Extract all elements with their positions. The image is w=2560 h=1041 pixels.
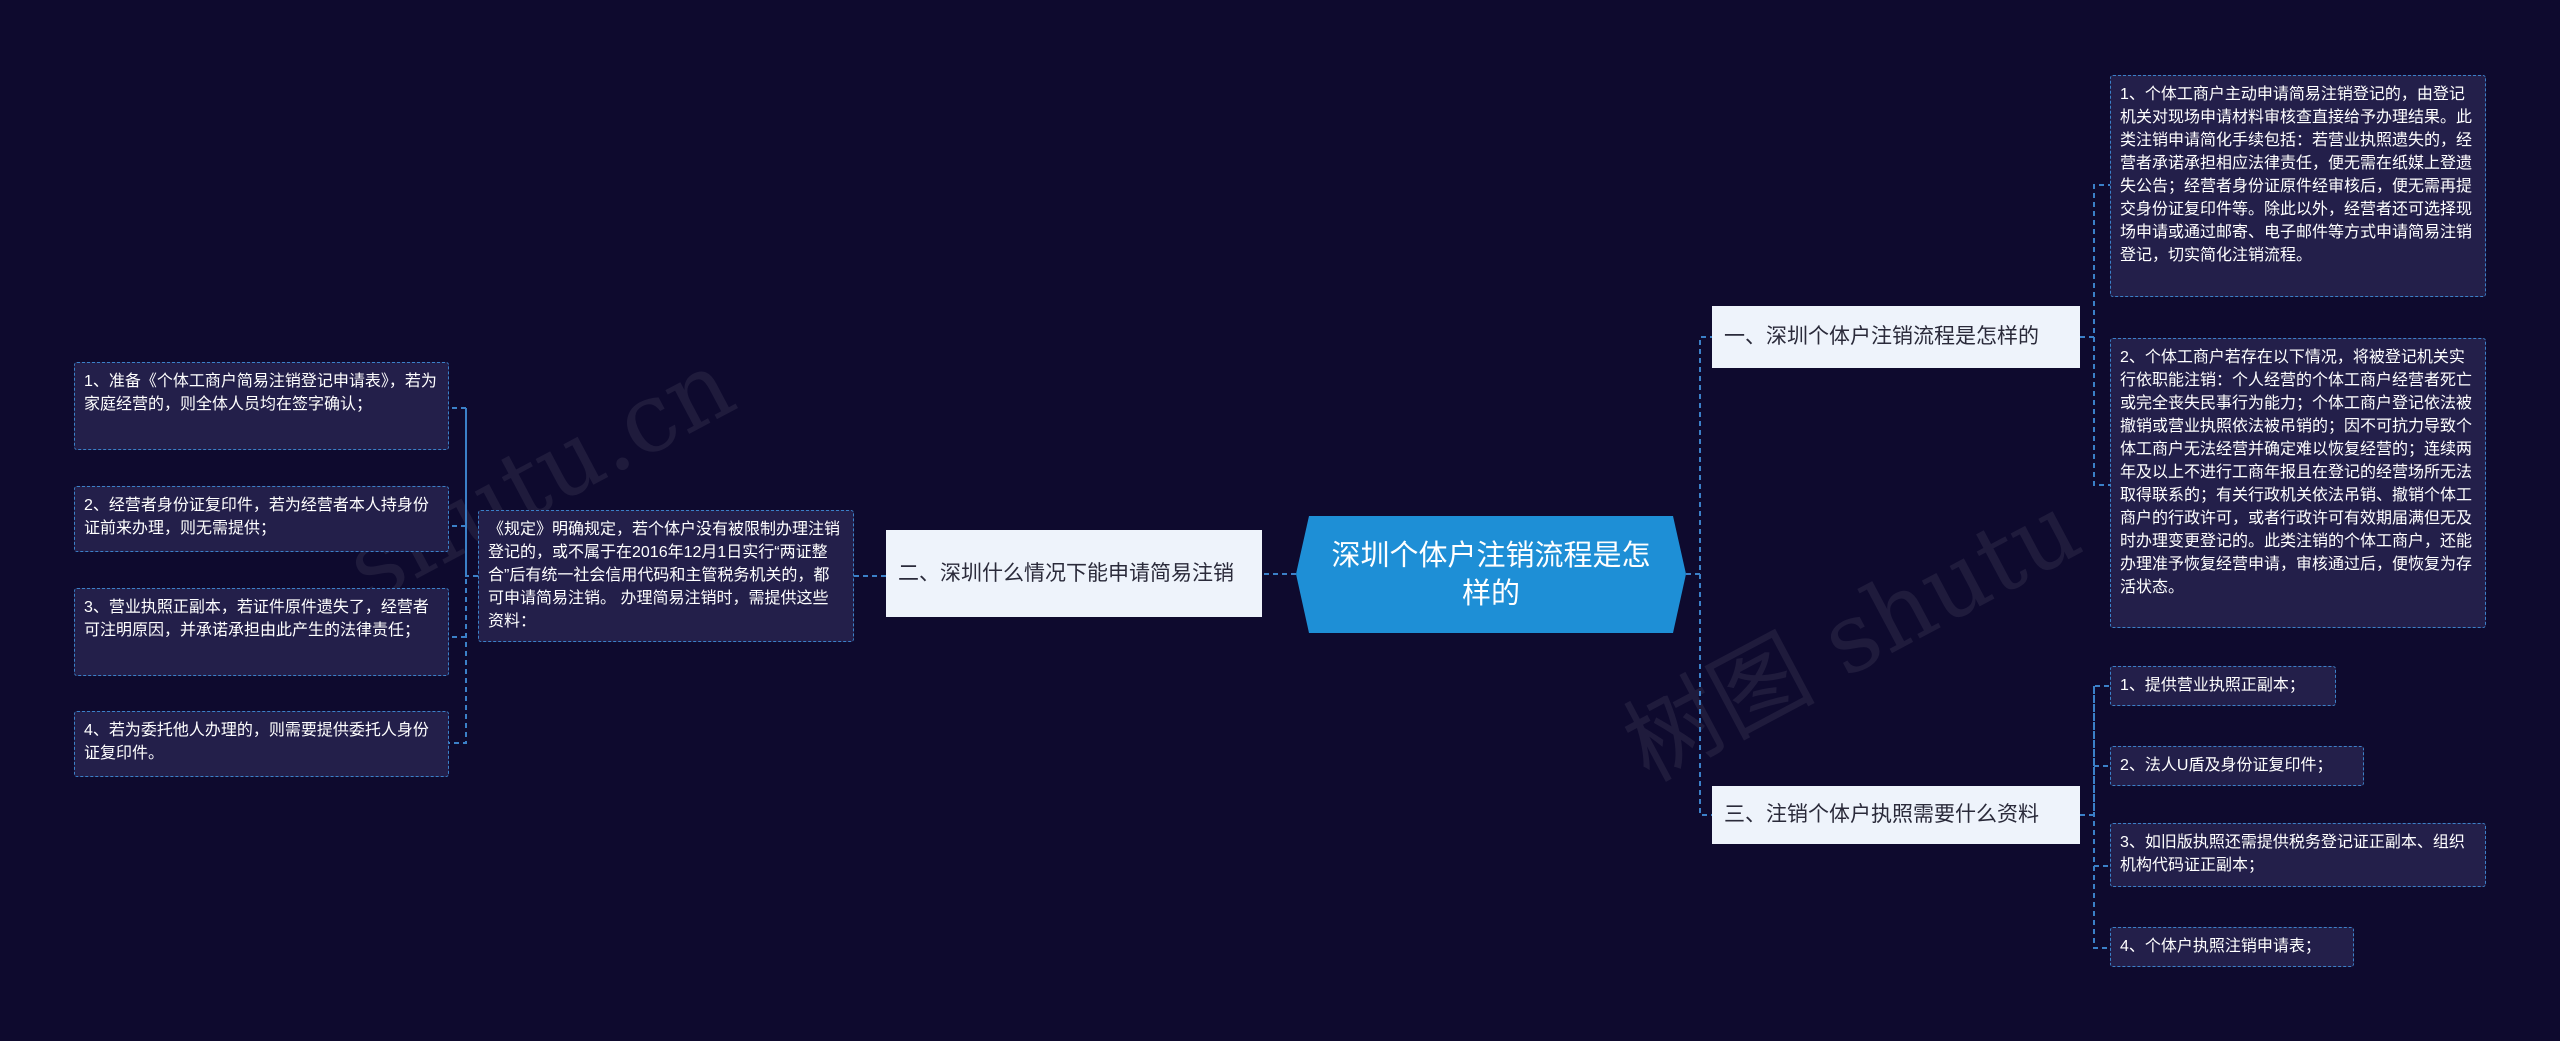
leaf-text: 2、经营者身份证复印件，若为经营者本人持身份证前来办理，则无需提供； [84, 497, 429, 537]
leaf-text: 4、个体户执照注销申请表； [2120, 938, 2321, 955]
leaf-regulation-note[interactable]: 《规定》明确规定，若个体户没有被限制办理注销登记的，或不属于在2016年12月1… [478, 510, 854, 642]
leaf-text: 4、若为委托他人办理的，则需要提供委托人身份证复印件。 [84, 722, 429, 762]
leaf-material-2[interactable]: 2、法人U盾及身份证复印件； [2110, 746, 2364, 786]
leaf-text: 2、个体工商户若存在以下情况，将被登记机关实行依职能注销：个人经营的个体工商户经… [2120, 349, 2473, 596]
branch-label: 一、深圳个体户注销流程是怎样的 [1724, 325, 2039, 348]
leaf-material-1[interactable]: 1、提供营业执照正副本； [2110, 666, 2336, 706]
leaf-business-license[interactable]: 3、营业执照正副本，若证件原件遗失了，经营者可注明原因，并承诺承担由此产生的法律… [74, 588, 449, 676]
leaf-text: 《规定》明确规定，若个体户没有被限制办理注销登记的，或不属于在2016年12月1… [488, 521, 841, 630]
branch-label: 二、深圳什么情况下能申请简易注销 [898, 561, 1234, 585]
root-label: 深圳个体户注销流程是怎样的 [1331, 539, 1651, 610]
root-node[interactable]: 深圳个体户注销流程是怎样的 [1296, 516, 1686, 633]
leaf-voluntary-cancellation[interactable]: 1、个体工商户主动申请简易注销登记的，由登记机关对现场申请材料审核查直接给予办理… [2110, 75, 2486, 297]
leaf-text: 1、个体工商户主动申请简易注销登记的，由登记机关对现场申请材料审核查直接给予办理… [2120, 86, 2473, 264]
leaf-text: 3、如旧版执照还需提供税务登记证正副本、组织机构代码证正副本； [2120, 834, 2465, 874]
leaf-id-copy[interactable]: 2、经营者身份证复印件，若为经营者本人持身份证前来办理，则无需提供； [74, 486, 449, 552]
leaf-text: 1、准备《个体工商户简易注销登记申请表》，若为家庭经营的，则全体人员均在签字确认… [84, 373, 437, 413]
leaf-material-4[interactable]: 4、个体户执照注销申请表； [2110, 927, 2354, 967]
leaf-ex-officio-cancellation[interactable]: 2、个体工商户若存在以下情况，将被登记机关实行依职能注销：个人经营的个体工商户经… [2110, 338, 2486, 628]
leaf-text: 1、提供营业执照正副本； [2120, 677, 2305, 694]
leaf-text: 3、营业执照正副本，若证件原件遗失了，经营者可注明原因，并承诺承担由此产生的法律… [84, 599, 429, 639]
branch-node-simple-cancellation[interactable]: 二、深圳什么情况下能申请简易注销 [886, 530, 1262, 617]
branch-node-materials[interactable]: 三、注销个体户执照需要什么资料 [1712, 786, 2080, 844]
branch-label: 三、注销个体户执照需要什么资料 [1724, 803, 2039, 826]
leaf-proxy-id-copy[interactable]: 4、若为委托他人办理的，则需要提供委托人身份证复印件。 [74, 711, 449, 777]
branch-node-process[interactable]: 一、深圳个体户注销流程是怎样的 [1712, 306, 2080, 368]
leaf-application-form[interactable]: 1、准备《个体工商户简易注销登记申请表》，若为家庭经营的，则全体人员均在签字确认… [74, 362, 449, 450]
leaf-text: 2、法人U盾及身份证复印件； [2120, 757, 2333, 774]
leaf-material-3[interactable]: 3、如旧版执照还需提供税务登记证正副本、组织机构代码证正副本； [2110, 823, 2486, 887]
